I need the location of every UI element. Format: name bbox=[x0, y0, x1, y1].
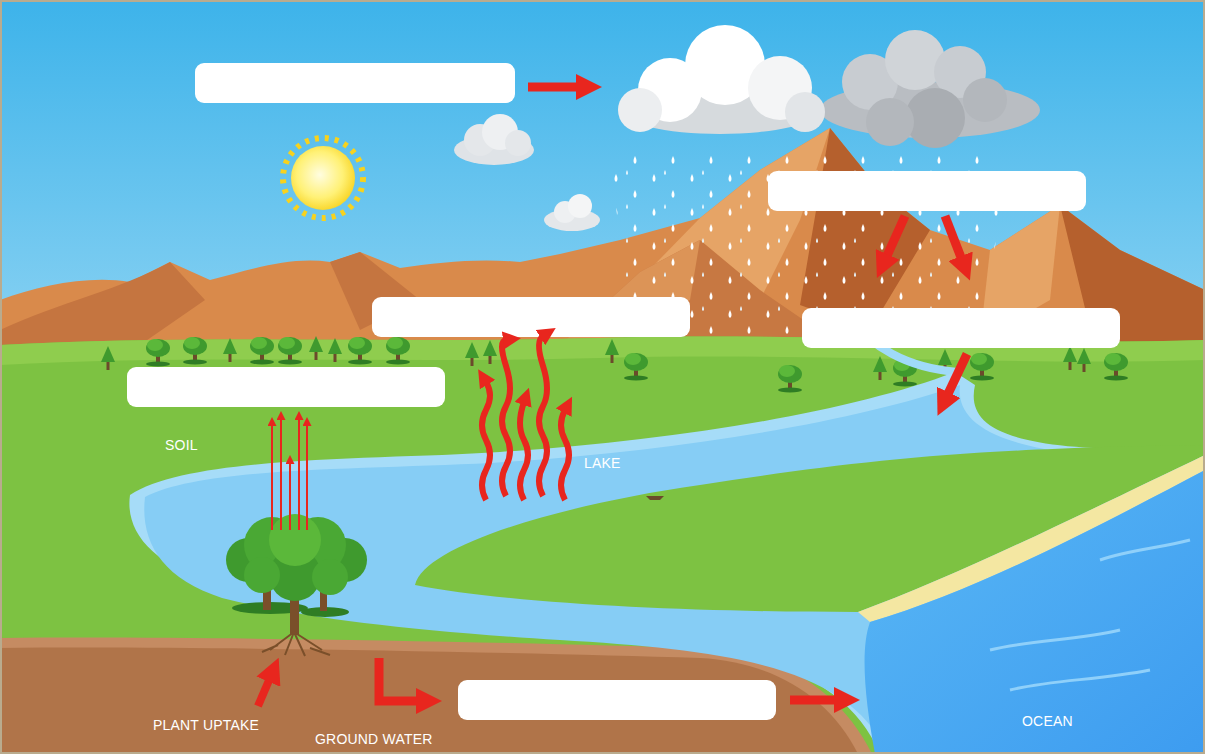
storm-clouds bbox=[963, 78, 1007, 122]
horizon-trees bbox=[183, 337, 207, 365]
ocean bbox=[990, 630, 1120, 650]
land bbox=[0, 336, 1205, 754]
blank-label-box bbox=[195, 63, 515, 103]
big-tree bbox=[262, 632, 330, 656]
horizon-trees bbox=[465, 342, 479, 366]
water bbox=[144, 385, 1205, 754]
process-arrows bbox=[379, 658, 420, 701]
process-arrows bbox=[528, 83, 580, 92]
ocean bbox=[1010, 670, 1150, 690]
horizon-trees bbox=[309, 336, 323, 360]
small-clouds bbox=[568, 194, 592, 218]
blank-label-box bbox=[372, 297, 690, 337]
sun bbox=[283, 138, 363, 218]
horizon-trees bbox=[328, 338, 342, 362]
horizon-trees bbox=[250, 337, 274, 365]
process-arrows bbox=[790, 696, 838, 705]
horizon-trees bbox=[778, 365, 802, 393]
blank-label-box bbox=[458, 680, 776, 720]
blank-label-box bbox=[127, 63, 1120, 720]
horizon-trees bbox=[970, 353, 994, 381]
mountains bbox=[0, 128, 1205, 370]
horizon-trees bbox=[348, 337, 372, 365]
process-arrows bbox=[947, 354, 967, 396]
water bbox=[129, 372, 1205, 754]
storm-clouds bbox=[866, 98, 914, 146]
process-arrows bbox=[280, 418, 282, 530]
horizon-trees bbox=[1077, 348, 1091, 372]
ocean bbox=[865, 470, 1205, 754]
mountains bbox=[0, 128, 1205, 370]
land bbox=[0, 336, 1205, 754]
big-tree bbox=[312, 559, 348, 595]
horizon-trees bbox=[605, 339, 619, 363]
scene-label: PLANT UPTAKE bbox=[153, 717, 259, 734]
sun bbox=[291, 146, 355, 210]
process-arrows bbox=[298, 418, 300, 530]
process-arrows bbox=[539, 336, 547, 496]
sun bbox=[283, 138, 363, 218]
process-arrows bbox=[306, 424, 308, 530]
process-arrows bbox=[520, 402, 528, 500]
boat bbox=[646, 496, 664, 500]
horizon-trees bbox=[101, 346, 115, 370]
process-arrows bbox=[945, 216, 962, 260]
horizon-trees bbox=[1063, 346, 1077, 370]
scene-label: SOIL bbox=[165, 437, 198, 454]
process-arrows bbox=[258, 87, 967, 706]
horizon-trees bbox=[223, 338, 237, 362]
ocean bbox=[1100, 540, 1190, 560]
horizon-trees bbox=[278, 337, 302, 365]
big-tree bbox=[269, 514, 321, 566]
horizon-trees bbox=[483, 340, 497, 364]
horizon-trees bbox=[624, 353, 648, 381]
scene-label: LAKE bbox=[584, 455, 621, 472]
small-clouds bbox=[505, 130, 531, 156]
blank-label-box bbox=[802, 308, 1120, 348]
process-arrows bbox=[561, 410, 569, 500]
scene-label: OCEAN bbox=[1022, 713, 1073, 730]
storm-clouds bbox=[905, 88, 965, 148]
storm-clouds bbox=[785, 92, 825, 132]
blank-label-box bbox=[127, 367, 445, 407]
mountains bbox=[0, 262, 205, 350]
process-arrows bbox=[271, 424, 273, 530]
ocean bbox=[865, 470, 1205, 754]
blank-label-box bbox=[768, 171, 1086, 211]
big-tree bbox=[244, 557, 280, 593]
scene-label: GROUND WATER bbox=[315, 731, 433, 748]
boat bbox=[646, 496, 664, 500]
horizon-trees bbox=[873, 356, 887, 380]
process-arrows bbox=[258, 678, 270, 706]
big-tree bbox=[226, 514, 367, 656]
storm-clouds bbox=[618, 88, 662, 132]
soil-layer bbox=[0, 648, 858, 754]
small-clouds bbox=[454, 114, 600, 231]
horizon-trees bbox=[1104, 353, 1128, 381]
process-arrows bbox=[482, 382, 490, 500]
horizon-trees bbox=[146, 339, 170, 367]
horizon-trees bbox=[386, 337, 410, 365]
storm-clouds bbox=[618, 25, 1040, 148]
process-arrows bbox=[289, 462, 291, 530]
process-arrows bbox=[502, 340, 510, 496]
process-arrows bbox=[886, 216, 905, 258]
